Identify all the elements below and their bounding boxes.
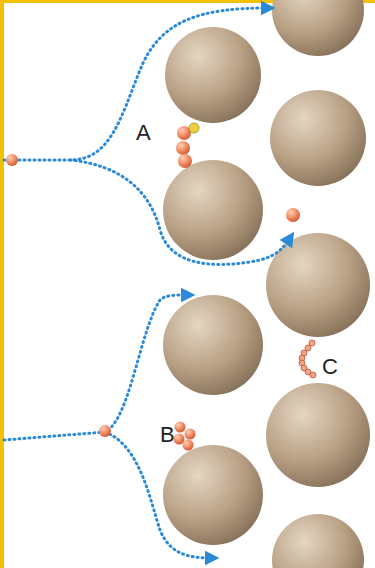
callout-letter: A	[136, 122, 151, 144]
flow-path	[4, 8, 290, 558]
callout-letter: C	[322, 356, 338, 378]
frame-edge	[0, 0, 4, 568]
particle	[6, 123, 300, 451]
particle-chain	[299, 340, 316, 378]
grain-column-left	[163, 27, 263, 545]
callout-letter: B	[160, 424, 175, 446]
grain-column-right	[266, 0, 370, 568]
